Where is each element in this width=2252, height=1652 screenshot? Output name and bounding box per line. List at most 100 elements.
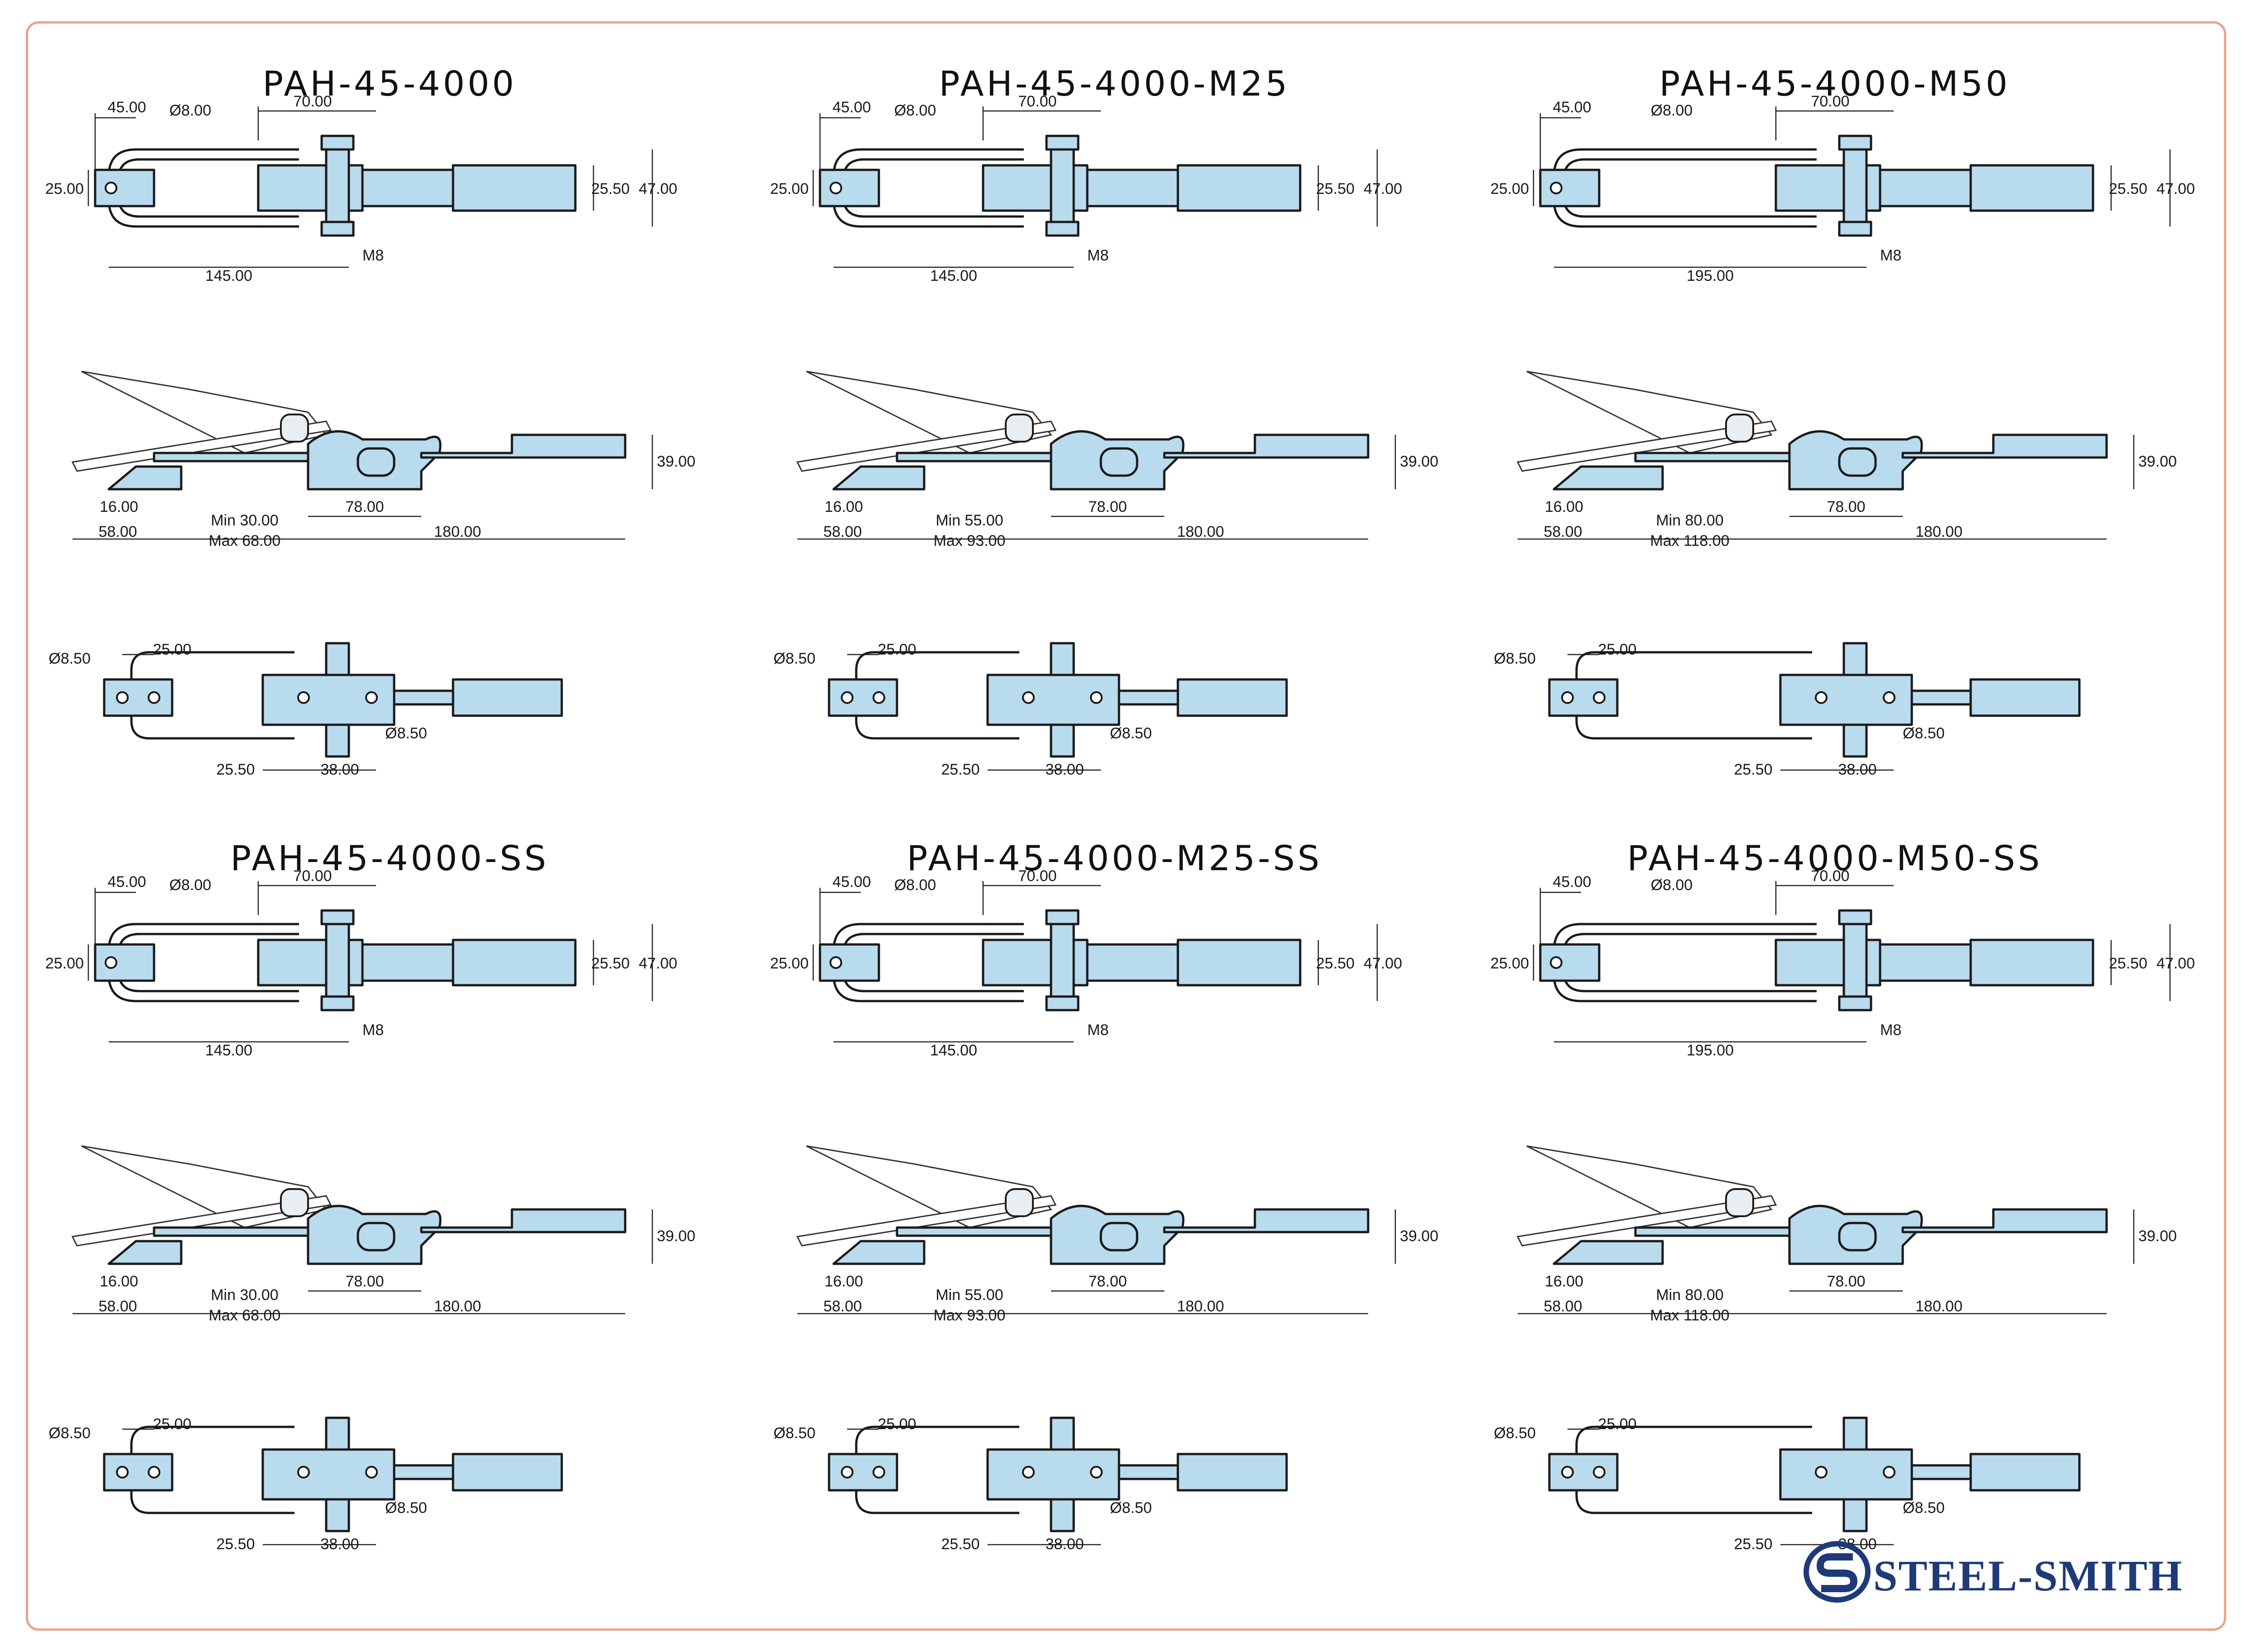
dim-clevis-length: 45.00 [832,873,871,891]
dim-foot-length: 78.00 [1088,1273,1127,1290]
dim-body-hole: Ø8.50 [385,1499,427,1517]
handle-side [1163,433,1370,459]
dim-base-offset: 25.50 [1734,1536,1772,1553]
dim-foot-length: 78.00 [1088,498,1127,515]
dim-body-span: 70.00 [1811,93,1849,110]
dim-stroke-max: Max 68.00 [209,532,281,549]
dim-clevis-length: 45.00 [107,99,146,116]
dim-hole-pitch: 25.00 [153,1416,191,1433]
dim-handle-width: 25.50 [591,180,630,197]
dim-stroke-min: Min 55.00 [936,1286,1003,1304]
bottom-view [828,642,1288,758]
dim-mount-hole: Ø8.50 [773,650,815,667]
sheet-frame [26,21,2226,1631]
dim-rod-diameter: Ø8.00 [894,102,936,119]
dim-foot-length: 78.00 [345,1273,384,1290]
dim-foot-length: 78.00 [1827,1273,1865,1290]
bottom-view [103,642,563,758]
handle-side [1163,1208,1370,1233]
dim-hole-pitch: 25.00 [878,1416,916,1433]
dim-handle-height: 39.00 [657,453,695,470]
keeper-plate [1553,1240,1664,1265]
handle-side [420,433,627,459]
dim-shackle-length: 145.00 [205,1042,252,1059]
handle-grip [452,939,577,987]
top-view [94,135,577,237]
dim-stroke-max: Max 68.00 [209,1307,281,1324]
dim-shackle-length: 195.00 [1687,267,1734,284]
dim-clevis-length: 45.00 [1553,99,1591,116]
dim-body-hole: Ø8.50 [1903,1499,1945,1517]
dim-rod-diameter: Ø8.00 [169,877,212,894]
dim-stroke-max: Max 118.00 [1650,532,1729,549]
dim-mount-hole: Ø8.50 [48,1425,91,1442]
dim-clevis-length: 45.00 [1553,873,1591,891]
bottom-view [828,1416,1288,1532]
dim-tip-offset: 16.00 [825,498,863,515]
handle-grip-bottom [452,1453,563,1492]
dim-hole-spacing: 38.00 [320,1536,359,1553]
mount-plate [828,678,898,717]
dim-handle-height: 39.00 [1400,1228,1438,1245]
dim-mount-hole: Ø8.50 [48,650,91,667]
dim-stroke-max: Max 93.00 [934,532,1006,549]
dim-body-hole: Ø8.50 [1110,725,1152,742]
dim-handle-height: 39.00 [1400,453,1438,470]
clevis-block [819,943,880,982]
handle-grip [1177,939,1302,987]
dim-shackle-length: 145.00 [930,267,977,284]
keeper-plate [107,1240,183,1265]
dim-total-length: 180.00 [1177,523,1224,540]
dim-body-span: 70.00 [293,93,332,110]
dim-clevis-height: 25.00 [1490,180,1529,197]
dim-tip-offset: 16.00 [825,1273,863,1290]
side-view [71,1145,627,1265]
dim-body-hole: Ø8.50 [1110,1499,1152,1517]
dim-total-length: 180.00 [1915,1298,1963,1315]
dim-base-length: 58.00 [1543,523,1582,540]
dim-overall-width: 47.00 [1364,955,1402,972]
dim-shackle-length: 145.00 [930,1042,977,1059]
handle-grip-bottom [1177,678,1288,717]
dim-stroke-min: Min 30.00 [211,1286,278,1304]
steel-smith-logo-icon [1804,1541,1871,1603]
dim-bolt-size: M8 [1087,247,1109,264]
dim-hole-spacing: 38.00 [320,761,359,778]
handle-grip-bottom [452,678,563,717]
dim-base-length: 58.00 [823,1298,862,1315]
keeper-plate [107,465,183,491]
handle-side [420,1208,627,1233]
brand-name: STEEL-SMITH [1873,1551,2183,1600]
brand-logo: STEEL-SMITH [1803,1538,2193,1606]
dim-rod-diameter: Ø8.00 [1651,877,1693,894]
mount-plate [103,1453,174,1492]
dim-total-length: 180.00 [434,1298,481,1315]
dim-base-length: 58.00 [98,523,137,540]
mount-plate [828,1453,898,1492]
handle-grip-bottom [1969,1453,2081,1492]
top-view [94,909,577,1011]
dim-clevis-length: 45.00 [832,99,871,116]
dim-hole-pitch: 25.00 [153,641,191,658]
dim-tip-offset: 16.00 [100,1273,138,1290]
model-title: PAH-45-4000 [262,63,517,104]
dim-clevis-height: 25.00 [770,180,809,197]
dim-total-length: 180.00 [1915,523,1963,540]
handle-side [1901,1208,2108,1233]
model-title: PAH-45-4000-SS [230,838,549,878]
top-view [1539,909,2094,1011]
dim-handle-height: 39.00 [2138,1228,2177,1245]
dim-handle-width: 25.50 [591,955,630,972]
dim-base-offset: 25.50 [216,761,255,778]
dim-overall-width: 47.00 [639,955,677,972]
dim-rod-diameter: Ø8.00 [169,102,212,119]
dim-clevis-length: 45.00 [107,873,146,891]
clevis-block [819,169,880,207]
dim-stroke-min: Min 80.00 [1656,1286,1723,1304]
